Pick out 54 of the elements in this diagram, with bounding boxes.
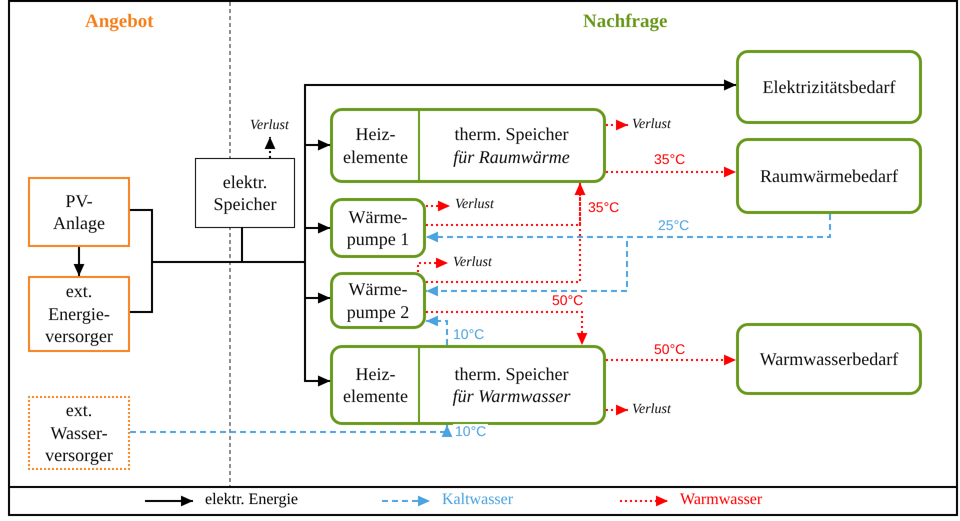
process-box — [736, 138, 922, 214]
node-label: therm. Speicher für Warmwasser — [452, 362, 572, 408]
node-label: therm. Speicher für Raumwärme — [452, 123, 571, 168]
arrow — [426, 183, 586, 283]
node-label: Wärme- pumpe 1 — [346, 206, 410, 250]
node-label: Raumwärmebedarf — [760, 164, 898, 188]
loss-label: Verlust — [631, 402, 672, 418]
legend-label: Kaltwasser — [442, 491, 514, 509]
node-label: PV- Anlage — [52, 190, 106, 234]
node-label: ext. Wasser- versorger — [44, 399, 114, 467]
node-label: Elektrizitätsbedarf — [762, 76, 896, 98]
loss-arrow — [417, 258, 448, 272]
arrow — [426, 311, 588, 345]
node-label: ext. Energie- versorger — [44, 280, 114, 348]
temperature-label: 50°C — [550, 293, 586, 308]
arrow — [241, 228, 330, 386]
loss-label: Verlust — [454, 197, 496, 212]
section-heading: Nachfrage — [583, 11, 668, 33]
source-box — [28, 276, 130, 352]
arrow — [130, 425, 452, 437]
temperature-label: 10°C — [453, 424, 488, 440]
arrow — [74, 247, 84, 276]
arrow — [426, 316, 448, 345]
node-label: Warmwasserbedarf — [760, 348, 898, 370]
loss-label: Verlust — [452, 255, 494, 270]
source-box — [28, 177, 130, 247]
node-label: Wärme- pumpe 2 — [346, 278, 410, 323]
temperature-label: 25°C — [656, 218, 692, 234]
loss-arrow — [606, 404, 628, 416]
loss-label: Verlust — [631, 117, 672, 132]
temperature-label: 35°C — [652, 152, 688, 168]
node-label: Heiz- elemente — [342, 362, 409, 408]
temperature-label: 10°C — [451, 327, 486, 342]
loss-arrow — [606, 120, 628, 130]
section-heading: Angebot — [85, 11, 154, 33]
legend-label: elektr. Energie — [205, 491, 298, 509]
node-label: elektr. Speicher — [212, 170, 278, 216]
process-box — [330, 272, 426, 329]
loss-label: Verlust — [249, 118, 290, 134]
process-box — [736, 323, 922, 395]
loss-arrow — [426, 200, 450, 212]
legend-label: Warmwasser — [680, 491, 762, 509]
process-box — [330, 198, 426, 258]
temperature-label: 50°C — [652, 342, 688, 358]
node-label: Heiz- elemente — [342, 123, 409, 168]
arrow — [606, 166, 736, 178]
loss-arrow — [264, 137, 276, 158]
process-box — [330, 345, 606, 425]
process-box — [736, 50, 922, 124]
source-box — [28, 396, 130, 470]
temperature-label: 35°C — [586, 200, 622, 216]
arrow — [606, 354, 736, 366]
storage-box — [195, 158, 295, 228]
process-box — [330, 108, 606, 183]
